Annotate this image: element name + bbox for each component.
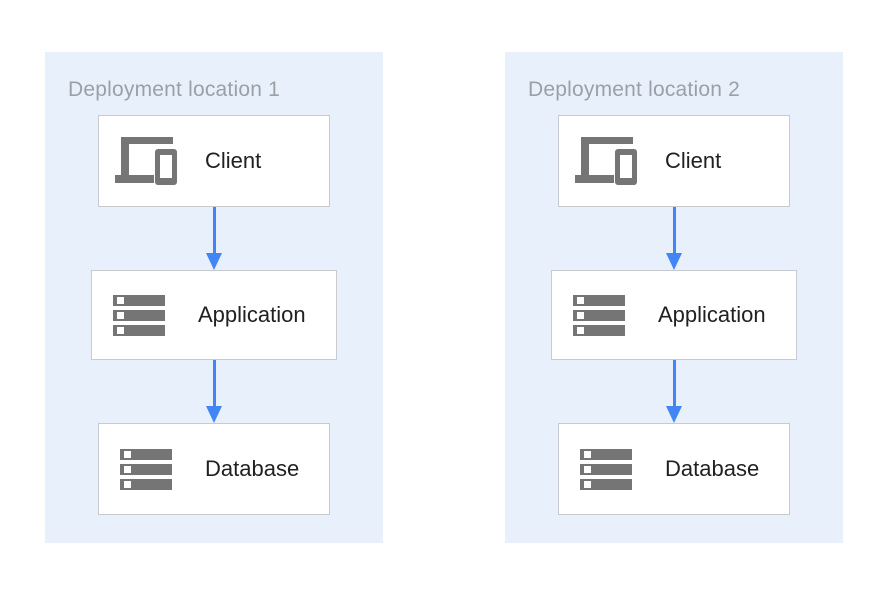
arrow-shaft	[672, 360, 676, 407]
deployment-panel-1: Deployment location 1 Client	[45, 52, 383, 543]
deployment-panel-2: Deployment location 2 Client	[505, 52, 843, 543]
server-stack-icon	[108, 294, 170, 336]
arrow-head	[666, 406, 682, 423]
application-node: Application	[91, 270, 337, 360]
arrow-head	[206, 253, 222, 270]
node-label: Client	[665, 148, 722, 173]
database-node: Database	[558, 423, 790, 515]
server-stack-icon	[575, 448, 637, 490]
arrow-head	[206, 406, 222, 423]
node-label: Database	[205, 456, 300, 481]
client-node: Client	[98, 115, 330, 207]
node-stack: Client Application	[505, 115, 843, 515]
arrow-shaft	[672, 207, 676, 254]
node-label: Application	[198, 302, 306, 327]
client-node: Client	[558, 115, 790, 207]
panel-title: Deployment location 2	[528, 78, 740, 101]
arrow-shaft	[212, 207, 216, 254]
arrow-down-icon	[206, 207, 222, 270]
application-node: Application	[551, 270, 797, 360]
devices-icon	[115, 137, 177, 185]
node-stack: Client Application	[45, 115, 383, 515]
server-stack-icon	[115, 448, 177, 490]
node-label: Application	[658, 302, 766, 327]
devices-icon	[575, 137, 637, 185]
server-stack-icon	[568, 294, 630, 336]
arrow-down-icon	[666, 207, 682, 270]
arrow-head	[666, 253, 682, 270]
node-label: Database	[665, 456, 760, 481]
arrow-shaft	[212, 360, 216, 407]
node-label: Client	[205, 148, 262, 173]
arrow-down-icon	[666, 360, 682, 423]
arrow-down-icon	[206, 360, 222, 423]
database-node: Database	[98, 423, 330, 515]
panel-title: Deployment location 1	[68, 78, 280, 101]
